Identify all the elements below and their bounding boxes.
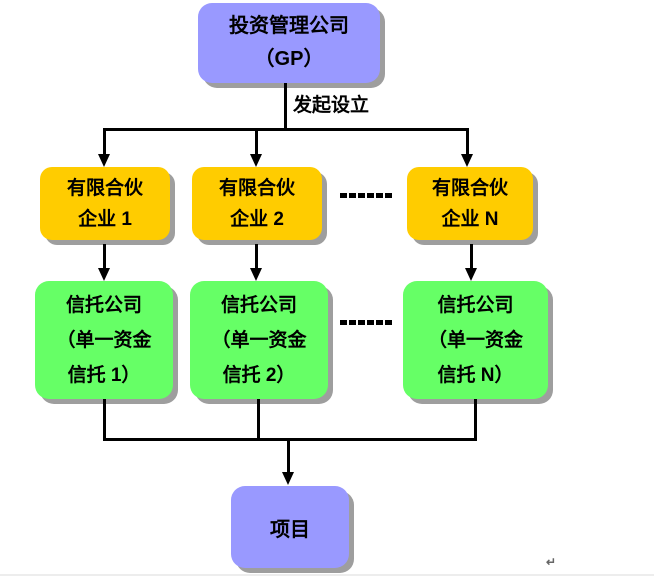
- trust-1-line2: （单一资金: [56, 329, 152, 351]
- branch-arrow-2-head: [250, 154, 262, 167]
- establish-edge-label: 发起设立: [293, 95, 370, 116]
- partnership-1-line2: 企业 1: [78, 208, 132, 230]
- gp-company-suffix: （GP）: [254, 48, 324, 70]
- trust-1-line1: 信托公司: [65, 294, 142, 316]
- paragraph-return-icon: ↵: [546, 555, 557, 569]
- partnership-node-2: 有限合伙 企业 2: [192, 167, 322, 240]
- bottom-collector-line: [103, 438, 477, 441]
- partnership-node-n: 有限合伙 企业 N: [407, 167, 533, 240]
- trust-1-line3: 信托 1）: [67, 364, 141, 386]
- trust-stub-3: [474, 399, 477, 440]
- project-label: 项目: [270, 518, 310, 541]
- trust-node-n: 信托公司 （单一资金 信托 N）: [403, 281, 548, 399]
- trust-2-line2: （单一资金: [211, 329, 307, 351]
- trust-n-line3: 信托 N）: [437, 364, 514, 386]
- branch-arrow-1-head: [98, 154, 110, 167]
- lp-trust-arrow-2-shaft: [255, 244, 258, 270]
- branch-arrow-2-shaft: [255, 129, 258, 156]
- page-bottom-rule: [0, 574, 654, 576]
- lp-trust-arrow-3-shaft: [470, 244, 473, 270]
- project-arrow-shaft: [287, 440, 290, 474]
- branch-arrow-3-head: [461, 154, 473, 167]
- trust-2-line1: 信托公司: [220, 294, 297, 316]
- project-node: 项目: [231, 486, 349, 568]
- gp-trunk-line: [284, 83, 287, 130]
- trust-stub-1: [103, 399, 106, 440]
- partnership-ellipsis-dashes: [340, 193, 393, 198]
- trust-n-line1: 信托公司: [437, 294, 514, 316]
- partnership-2-line2: 企业 2: [230, 208, 284, 230]
- trust-stub-2: [257, 399, 260, 440]
- trust-2-line3: 信托 2）: [222, 364, 296, 386]
- partnership-2-line1: 有限合伙: [218, 177, 295, 199]
- trust-ellipsis-dashes: [340, 320, 393, 325]
- top-branch-line: [103, 128, 469, 131]
- trust-n-line2: （单一资金: [427, 329, 523, 351]
- partnership-1-line1: 有限合伙: [66, 177, 143, 199]
- trust-node-2: 信托公司 （单一资金 信托 2）: [190, 281, 328, 399]
- partnership-n-line1: 有限合伙: [431, 177, 508, 199]
- lp-trust-arrow-1-head: [98, 268, 110, 281]
- project-arrow-head: [282, 472, 294, 485]
- gp-company-node: 投资管理公司 （GP）: [198, 3, 380, 83]
- lp-trust-arrow-2-head: [250, 268, 262, 281]
- gp-company-name: 投资管理公司: [229, 15, 349, 37]
- lp-trust-arrow-3-head: [465, 268, 477, 281]
- partnership-node-1: 有限合伙 企业 1: [40, 167, 170, 240]
- partnership-n-line2: 企业 N: [441, 208, 499, 230]
- branch-arrow-1-shaft: [103, 129, 106, 156]
- branch-arrow-3-shaft: [466, 129, 469, 156]
- trust-node-1: 信托公司 （单一资金 信托 1）: [35, 281, 173, 399]
- lp-trust-arrow-1-shaft: [103, 244, 106, 270]
